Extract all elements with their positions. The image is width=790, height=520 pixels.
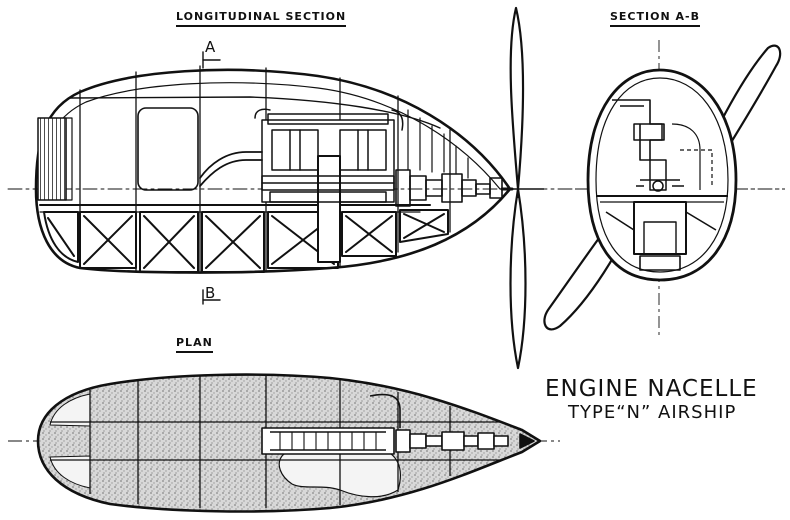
fuel-pipe xyxy=(199,151,263,179)
engine xyxy=(254,108,404,263)
plan-heading: PLAN xyxy=(176,336,213,353)
plan-engine xyxy=(261,427,535,455)
truss xyxy=(43,209,449,273)
section-marker-a: A xyxy=(205,38,217,56)
shaft xyxy=(395,169,514,207)
window xyxy=(137,107,199,191)
plan-view xyxy=(8,373,560,513)
title-line-2: TYPE“N” AIRSHIP xyxy=(568,402,737,423)
egg-outline xyxy=(586,68,738,282)
longitudinal-section xyxy=(7,51,781,305)
radiator xyxy=(37,117,67,201)
title-line-1: ENGINE NACELLE xyxy=(545,376,758,402)
section-ab-heading: SECTION A-B xyxy=(610,10,700,27)
section-ab xyxy=(543,40,785,336)
propeller-side xyxy=(506,6,544,370)
section-marker-b: B xyxy=(205,284,217,302)
longitudinal-section-heading: LONGITUDINAL SECTION xyxy=(176,10,347,27)
